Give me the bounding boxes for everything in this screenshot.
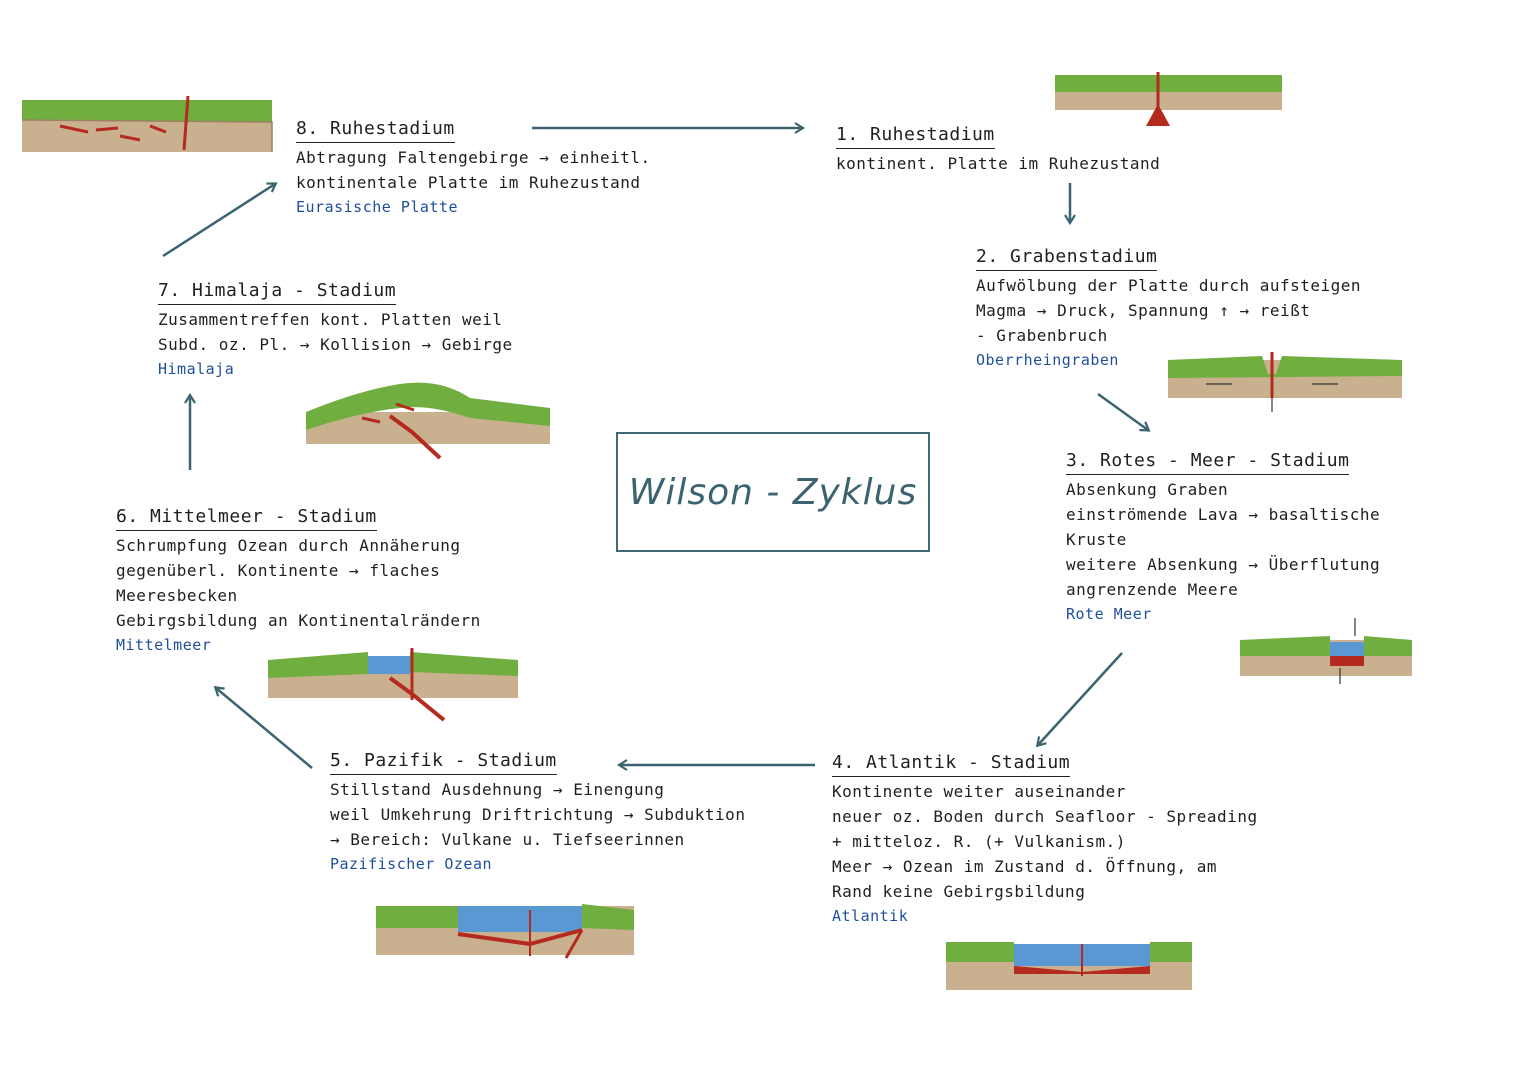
stage-6: 6. Mittelmeer - Stadium Schrumpfung Ozea… [116,504,481,658]
stage-example: Oberrheingraben [976,351,1119,369]
stage-line: Abtragung Faltengebirge → einheitl. [296,148,651,167]
illustration-stage-2 [1168,352,1402,412]
stage-5: 5. Pazifik - Stadium Stillstand Ausdehnu… [330,748,745,877]
stage-3: 3. Rotes - Meer - Stadium Absenkung Grab… [1066,448,1380,627]
stage-example: Pazifischer Ozean [330,855,493,873]
stage-line: Meer → Ozean im Zustand d. Öffnung, am [832,857,1218,876]
stage-example: Eurasische Platte [296,198,459,216]
stage-2: 2. Grabenstadium Aufwölbung der Platte d… [976,244,1361,373]
stage-line: weil Umkehrung Driftrichtung → Subduktio… [330,805,746,824]
illustration-stage-8 [21,95,273,152]
stage-line: neuer oz. Boden durch Seafloor - Spreadi… [832,807,1258,826]
stage-line: → Bereich: Vulkane u. Tiefseerinnen [330,830,685,849]
stage-line: Kontinente weiter auseinander [832,782,1126,801]
stage-line: einströmende Lava → basaltische [1066,505,1381,524]
illustration-stage-5 [376,904,634,959]
stage-8: 8. Ruhestadium Abtragung Faltengebirge →… [296,116,651,220]
stage-title: 8. Ruhestadium [296,116,455,143]
stage-example: Himalaja [158,360,235,378]
stage-example: Mittelmeer [116,636,212,654]
flow-arrows [162,122,1151,771]
stage-title: 5. Pazifik - Stadium [330,748,557,775]
arrow-7-to-8 [162,182,278,258]
illustration-stage-4 [946,942,1192,990]
stage-7: 7. Himalaja - Stadium Zusammentreffen ko… [158,278,513,382]
illustration-stage-7 [306,382,550,460]
stage-title: 4. Atlantik - Stadium [832,750,1071,777]
stage-example: Atlantik [832,907,909,925]
stage-line: kontinent. Platte im Ruhezustand [836,154,1161,173]
stage-line: Zusammentreffen kont. Platten weil [158,310,503,329]
stage-line: Absenkung Graben [1066,480,1229,499]
stage-line: + mitteloz. R. (+ Vulkanism.) [832,832,1126,851]
stage-line: Meeresbecken [116,586,238,605]
stage-line: - Grabenbruch [976,326,1108,345]
arrow-3-to-4 [1035,652,1123,748]
stage-title: 2. Grabenstadium [976,244,1158,271]
stage-line: Aufwölbung der Platte durch aufsteigen [976,276,1362,295]
center-title-box: Wilson - Zyklus [616,432,930,552]
stage-line: Schrumpfung Ozean durch Annäherung [116,536,461,555]
stage-1: 1. Ruhestadium kontinent. Platte im Ruhe… [836,122,1160,176]
stage-line: Magma → Druck, Spannung ↑ → reißt [976,301,1311,320]
stage-title: 3. Rotes - Meer - Stadium [1066,448,1350,475]
stage-line: Rand keine Gebirgsbildung [832,882,1086,901]
stage-title: 7. Himalaja - Stadium [158,278,397,305]
arrow-5-to-6 [213,686,313,769]
stage-line: Kruste [1066,530,1127,549]
illustration-stage-3 [1240,618,1412,684]
stage-example: Rote Meer [1066,605,1152,623]
stage-title: 1. Ruhestadium [836,122,995,149]
stage-line: kontinentale Platte im Ruhezustand [296,173,641,192]
illustration-stage-6 [268,648,518,722]
arrow-2-to-3 [1097,392,1151,432]
stage-line: weitere Absenkung → Überflutung [1066,555,1381,574]
stage-4: 4. Atlantik - Stadium Kontinente weiter … [832,750,1258,929]
stage-title: 6. Mittelmeer - Stadium [116,504,377,531]
stage-line: angrenzende Meere [1066,580,1239,599]
illustration-stage-1 [1055,72,1282,126]
stage-line: gegenüberl. Kontinente → flaches [116,561,441,580]
stage-line: Gebirgsbildung an Kontinentalrändern [116,611,481,630]
stage-line: Stillstand Ausdehnung → Einengung [330,780,665,799]
center-title: Wilson - Zyklus [628,471,918,513]
stage-line: Subd. oz. Pl. → Kollision → Gebirge [158,335,513,354]
